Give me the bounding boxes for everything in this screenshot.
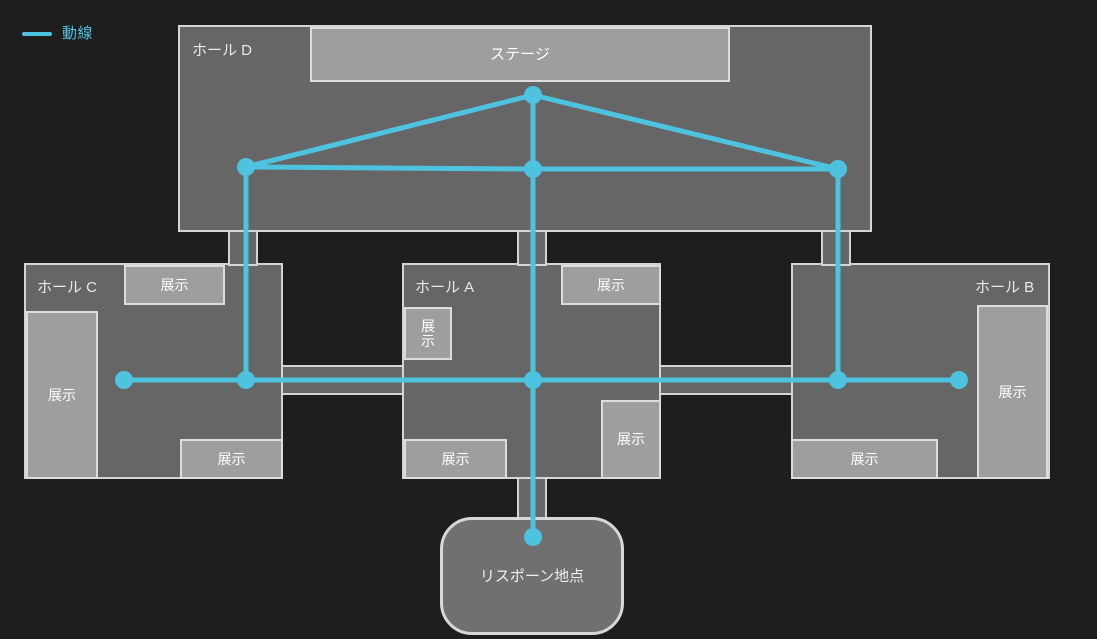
hall-b-exhibit-right-label: 展示 [998, 383, 1027, 400]
hall-d-label: ホール D [192, 42, 253, 59]
corridor-a-to-b [659, 365, 793, 395]
hall-a-exhibit-left[interactable]: 展 示 [404, 307, 452, 360]
respawn-point[interactable]: リスポーン地点 [440, 517, 624, 635]
hall-b-exhibit-bottom[interactable]: 展示 [791, 439, 938, 479]
flow-line-icon [22, 31, 52, 36]
hall-a-exhibit-right[interactable]: 展示 [601, 400, 661, 479]
hall-b-exhibit-bottom-label: 展示 [850, 450, 879, 467]
corridor-a-to-respawn [517, 477, 547, 521]
corridor-c-to-a [281, 365, 404, 395]
hall-a-label: ホール A [415, 279, 475, 296]
stage[interactable]: ステージ [310, 27, 730, 82]
corridor-d-to-c [228, 230, 258, 266]
hall-b-label: ホール B [975, 279, 1035, 296]
legend-label: 動線 [62, 25, 94, 42]
hall-c-exhibit-bottom[interactable]: 展示 [180, 439, 283, 479]
legend: 動線 [22, 26, 93, 41]
stage-label: ステージ [490, 45, 550, 63]
hall-c-exhibit-left-label: 展示 [48, 386, 76, 403]
hall-c-exhibit-left[interactable]: 展示 [26, 311, 98, 479]
hall-c-exhibit-top-label: 展示 [160, 276, 189, 293]
respawn-point-label: リスポーン地点 [479, 567, 585, 585]
hall-a-exhibit-bottom-label: 展示 [441, 450, 470, 467]
hall-a-exhibit-bottom[interactable]: 展示 [404, 439, 507, 479]
corridor-d-to-a [517, 230, 547, 266]
hall-a-exhibit-top-label: 展示 [597, 276, 625, 293]
hall-b-exhibit-right[interactable]: 展示 [977, 305, 1048, 479]
corridor-d-to-b [821, 230, 851, 266]
hall-a-exhibit-left-label: 展 示 [421, 317, 435, 349]
hall-c-exhibit-bottom-label: 展示 [217, 450, 246, 467]
hall-a-exhibit-top[interactable]: 展示 [561, 265, 661, 305]
hall-c-exhibit-top[interactable]: 展示 [124, 265, 225, 305]
hall-a-exhibit-right-label: 展示 [617, 431, 645, 448]
hall-c-label: ホール C [37, 279, 98, 296]
